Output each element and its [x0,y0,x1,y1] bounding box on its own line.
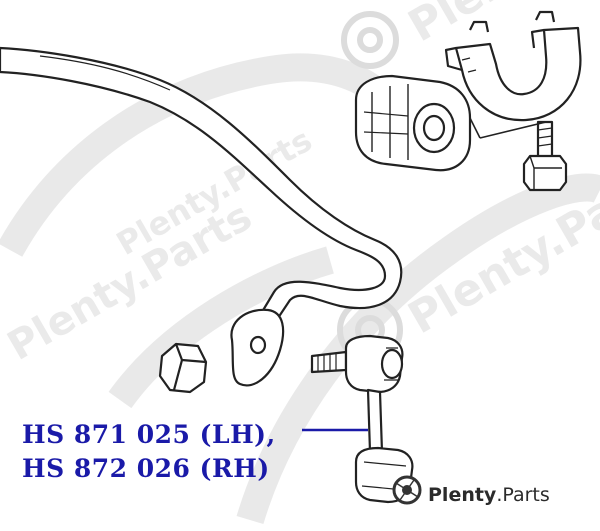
part-number-lh: HS 871 025 (LH), [22,420,276,449]
watermark-brand: Plenty.Parts [428,484,550,506]
bushing-bracket [444,10,582,122]
hex-nut [158,342,208,394]
watermark-brand-suffix: .Parts [496,484,550,506]
leader-lines [469,117,547,139]
stabilizer-link [310,334,414,504]
bar-end-eye [230,308,285,387]
watermark-brand-name: Plenty [428,484,497,506]
rubber-bushing [354,74,472,172]
part-number-rh: HS 872 026 (RH) [22,454,270,483]
plenty-logo-icon [392,475,422,505]
bracket-bolt [522,120,568,192]
